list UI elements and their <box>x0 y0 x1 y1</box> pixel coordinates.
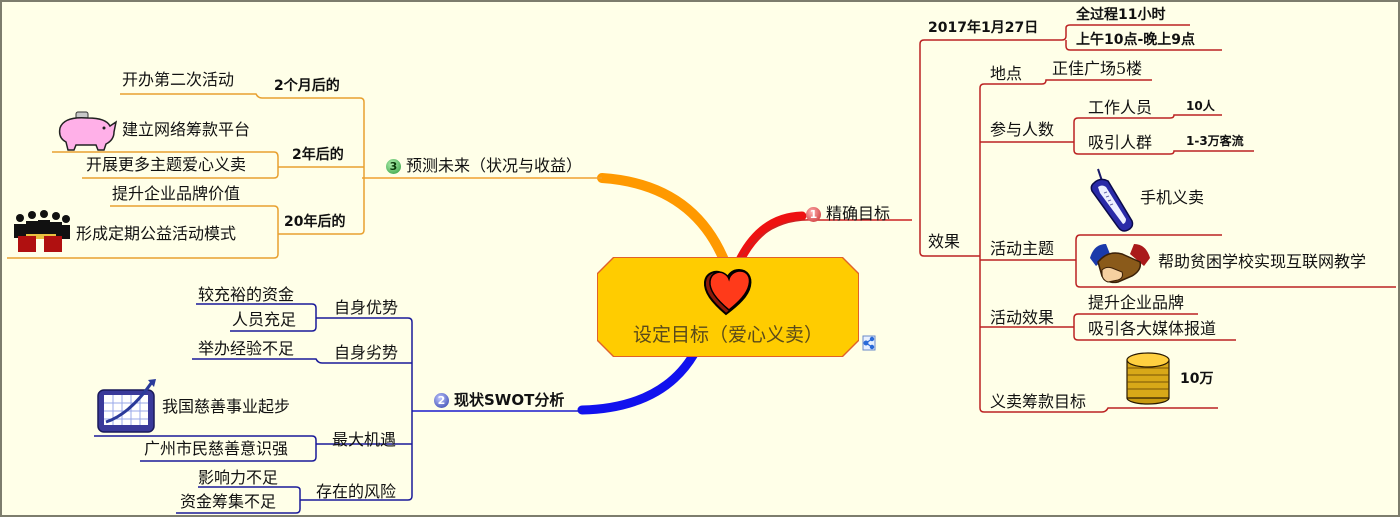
topic-brand-boost[interactable]: 提升企业品牌 <box>1088 293 1185 312</box>
topic-weaknesses[interactable]: 自身劣势 <box>334 343 399 362</box>
handshake-icon <box>1090 244 1150 284</box>
number-badge-2: 2 <box>434 393 449 408</box>
topic-charity-beginning[interactable]: 我国慈善事业起步 <box>162 397 291 416</box>
topic-staff-value[interactable]: 10人 <box>1186 99 1215 113</box>
branch-swot[interactable]: 2 现状SWOT分析 <box>434 390 564 410</box>
topic-theme[interactable]: 活动主题 <box>990 239 1055 258</box>
branch-goals-label: 精确目标 <box>826 204 891 223</box>
piggy-bank-icon <box>58 111 118 151</box>
topic-twenty-years[interactable]: 20年后的 <box>284 214 346 230</box>
topic-threats[interactable]: 存在的风险 <box>316 482 397 501</box>
cellphone-icon <box>1090 168 1134 232</box>
topic-participants[interactable]: 参与人数 <box>990 120 1055 139</box>
topic-citizen-awareness[interactable]: 广州市民慈善意识强 <box>144 439 289 458</box>
branch-goals[interactable]: 1 精确目标 <box>806 204 890 224</box>
topic-date[interactable]: 2017年1月27日 <box>928 20 1039 36</box>
heart-icon <box>702 268 754 316</box>
number-badge-3: 3 <box>386 159 401 174</box>
topic-theme-phone-sale[interactable]: 手机义卖 <box>1140 188 1205 207</box>
topic-activity-effect[interactable]: 活动效果 <box>990 308 1055 327</box>
topic-low-influence[interactable]: 影响力不足 <box>198 468 279 487</box>
mindmap-link-icon[interactable] <box>862 335 876 351</box>
topic-crowd-value[interactable]: 1-3万客流 <box>1186 134 1244 148</box>
coins-icon <box>1126 352 1170 405</box>
topic-enough-staff[interactable]: 人员充足 <box>232 310 297 329</box>
central-topic-title: 设定目标（爱心义卖） <box>632 324 823 346</box>
topic-hours[interactable]: 上午10点-晚上9点 <box>1076 32 1196 48</box>
meeting-people-icon <box>14 210 70 252</box>
topic-duration[interactable]: 全过程11小时 <box>1076 7 1166 23</box>
central-topic[interactable]: 设定目标（爱心义卖） <box>598 258 858 356</box>
topic-ample-funds[interactable]: 较充裕的资金 <box>198 285 295 304</box>
growth-chart-icon <box>97 379 156 433</box>
topic-opportunities[interactable]: 最大机遇 <box>332 430 397 449</box>
topic-crowd[interactable]: 吸引人群 <box>1088 133 1153 152</box>
topic-lack-experience[interactable]: 举办经验不足 <box>198 339 295 358</box>
topic-theme-school-internet[interactable]: 帮助贫困学校实现互联网教学 <box>1158 252 1367 271</box>
topic-more-themes[interactable]: 开展更多主题爱心义卖 <box>86 155 247 174</box>
topic-online-platform[interactable]: 建立网络筹款平台 <box>122 120 251 139</box>
topic-fundraising-value[interactable]: 10万 <box>1180 371 1214 387</box>
topic-location-value[interactable]: 正佳广场5楼 <box>1052 59 1143 78</box>
topic-regular-charity[interactable]: 形成定期公益活动模式 <box>76 224 237 243</box>
topic-media-coverage[interactable]: 吸引各大媒体报道 <box>1088 319 1217 338</box>
topic-effect[interactable]: 效果 <box>928 232 961 251</box>
topic-fundraising[interactable]: 义卖筹款目标 <box>990 392 1087 411</box>
topic-location[interactable]: 地点 <box>990 64 1023 83</box>
topic-funding-shortage[interactable]: 资金筹集不足 <box>180 492 277 511</box>
branch-future-label: 预测未来（状况与收益） <box>406 156 583 175</box>
topic-brand-value[interactable]: 提升企业品牌价值 <box>112 184 241 203</box>
topic-two-years[interactable]: 2年后的 <box>292 147 344 163</box>
topic-two-months[interactable]: 2个月后的 <box>274 78 340 94</box>
branch-swot-label: 现状SWOT分析 <box>454 391 565 409</box>
number-badge-1: 1 <box>806 207 821 222</box>
topic-strengths[interactable]: 自身优势 <box>334 298 399 317</box>
topic-staff[interactable]: 工作人员 <box>1088 98 1153 117</box>
branch-future[interactable]: 3 预测未来（状况与收益） <box>386 156 582 176</box>
topic-second-event[interactable]: 开办第二次活动 <box>122 70 235 89</box>
